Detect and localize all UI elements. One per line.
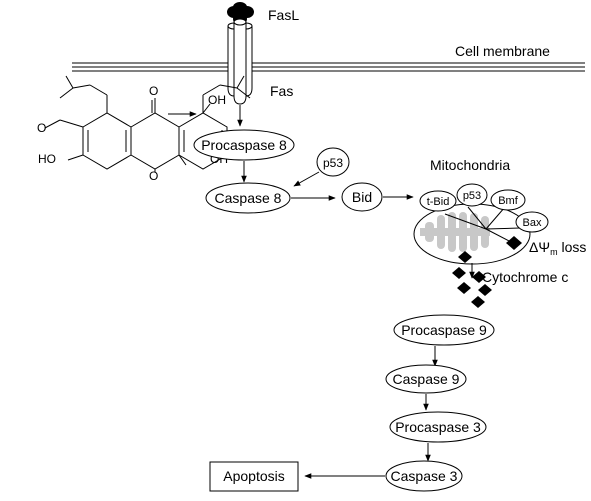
arrow-p53-to-caspase8 bbox=[293, 171, 320, 187]
p53-left-label: p53 bbox=[323, 156, 343, 170]
caspase9-node: Caspase 9 bbox=[385, 364, 467, 394]
procaspase8-label: Procaspase 8 bbox=[201, 137, 287, 153]
caspase3-node: Caspase 3 bbox=[385, 460, 463, 492]
mitochondria-label: Mitochondria bbox=[430, 157, 510, 173]
procaspase9-node: Procaspase 9 bbox=[393, 314, 495, 346]
fasl-ligand: FasL bbox=[227, 2, 299, 25]
compound-structure bbox=[44, 75, 251, 172]
cell-membrane: Cell membrane bbox=[72, 43, 585, 72]
bax-label: Bax bbox=[523, 217, 542, 229]
ring-oxygen-label: O bbox=[149, 169, 158, 183]
bmf-label: Bmf bbox=[498, 195, 519, 207]
caspase8-label: Caspase 8 bbox=[215, 190, 282, 206]
procaspase3-node: Procaspase 3 bbox=[389, 411, 487, 443]
procaspase9-label: Procaspase 9 bbox=[401, 322, 487, 338]
tbid-label: t-Bid bbox=[427, 196, 450, 208]
mitochondria-cristae bbox=[420, 212, 490, 252]
mitochondrion: Mitochondria bbox=[413, 157, 531, 265]
procaspase8-node: Procaspase 8 bbox=[193, 129, 295, 161]
bid-node: Bid bbox=[341, 182, 383, 212]
cytochrome-c-label: Cytochrome c bbox=[482, 269, 568, 285]
p53-mito-node: p53 bbox=[456, 183, 488, 207]
caspase3-label: Caspase 3 bbox=[391, 468, 458, 484]
procaspase3-label: Procaspase 3 bbox=[395, 419, 481, 435]
cytochrome-c-molecules bbox=[452, 251, 492, 308]
bmf-node: Bmf bbox=[490, 189, 526, 211]
bid-label: Bid bbox=[352, 189, 372, 205]
cell-membrane-label: Cell membrane bbox=[455, 43, 550, 59]
oh-left-label: HO bbox=[38, 152, 56, 166]
caspase9-label: Caspase 9 bbox=[393, 371, 460, 387]
apoptosis-label: Apoptosis bbox=[223, 468, 284, 484]
fasl-label: FasL bbox=[268, 7, 299, 23]
tbid-node: t-Bid bbox=[419, 190, 457, 212]
caspase8-node: Caspase 8 bbox=[205, 182, 291, 214]
fas-receptor: Fas bbox=[227, 18, 293, 105]
oh-top-label: OH bbox=[208, 93, 226, 107]
membrane-potential-loss-label: ΔΨm loss bbox=[529, 239, 586, 257]
fas-label: Fas bbox=[270, 83, 293, 99]
p53-left-node: p53 bbox=[316, 147, 350, 177]
carbonyl-oxygen-label: O bbox=[149, 84, 158, 98]
p53-mito-label: p53 bbox=[463, 190, 481, 202]
apoptosis-node: Apoptosis bbox=[209, 461, 299, 492]
bax-node: Bax bbox=[515, 211, 549, 233]
methoxy-oxygen-label: O bbox=[37, 121, 46, 135]
